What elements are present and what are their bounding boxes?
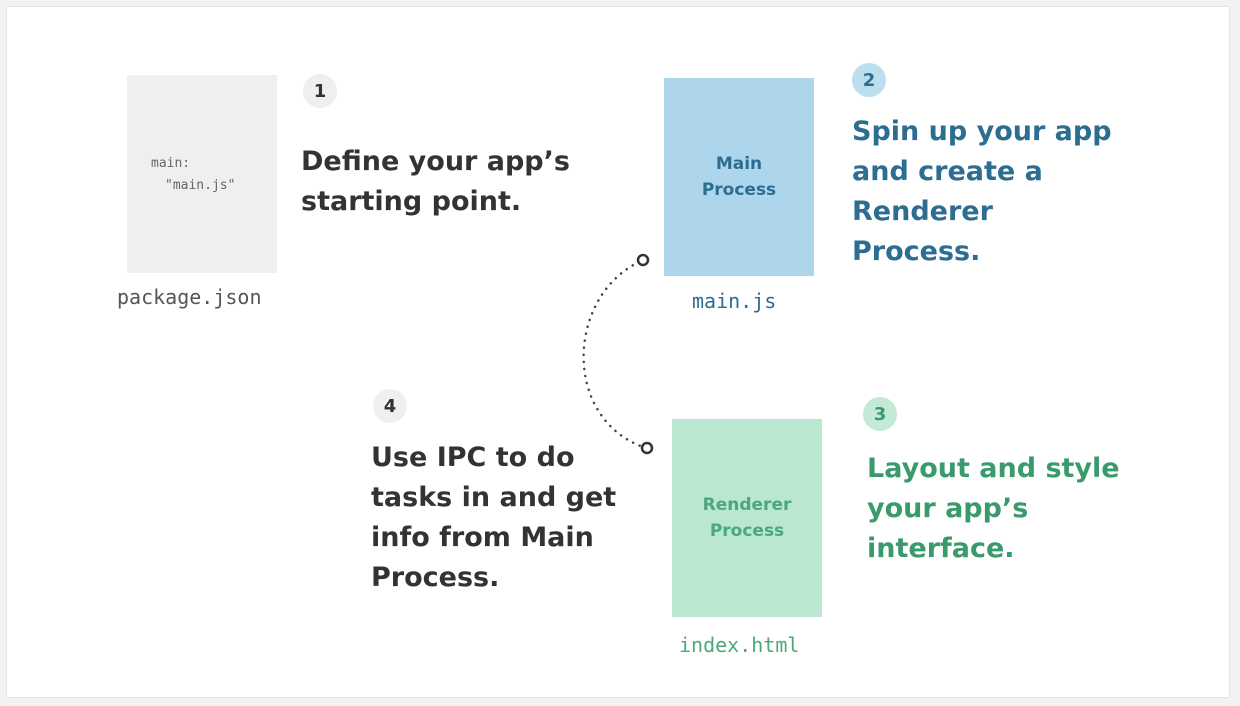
renderer-process-box: Renderer Process <box>672 419 822 617</box>
main-process-label: Main Process <box>701 154 777 200</box>
step-1-badge: 1 <box>303 74 337 108</box>
step-2-text: Spin up your app and create a Renderer P… <box>852 116 1112 267</box>
step-2-badge: 2 <box>852 63 886 97</box>
ipc-dotted-arc <box>582 260 645 449</box>
diagram-canvas: main: "main.js" package.json Main Process… <box>6 6 1230 698</box>
ipc-endpoint-bottom <box>640 441 654 455</box>
main-js-filename: main.js <box>692 289 777 313</box>
step-1-text: Define your app’s starting point. <box>301 146 570 217</box>
step-4-text: Use IPC to do tasks in and get info from… <box>371 442 617 593</box>
main-process-box: Main Process <box>664 78 814 276</box>
package-json-code: main: "main.js" <box>151 153 235 197</box>
index-html-filename: index.html <box>679 633 800 657</box>
step-4-badge: 4 <box>373 389 407 423</box>
package-json-box <box>127 75 277 273</box>
ipc-endpoint-top <box>636 253 650 267</box>
package-json-filename: package.json <box>117 285 262 309</box>
ipc-connector <box>582 253 654 455</box>
code-line-value: "main.js" <box>165 178 236 193</box>
renderer-process-label: Renderer Process <box>702 495 792 541</box>
step-3-text: Layout and style your app’s interface. <box>867 453 1120 564</box>
step-3-badge: 3 <box>863 397 897 431</box>
code-line-key: main: <box>151 156 191 171</box>
